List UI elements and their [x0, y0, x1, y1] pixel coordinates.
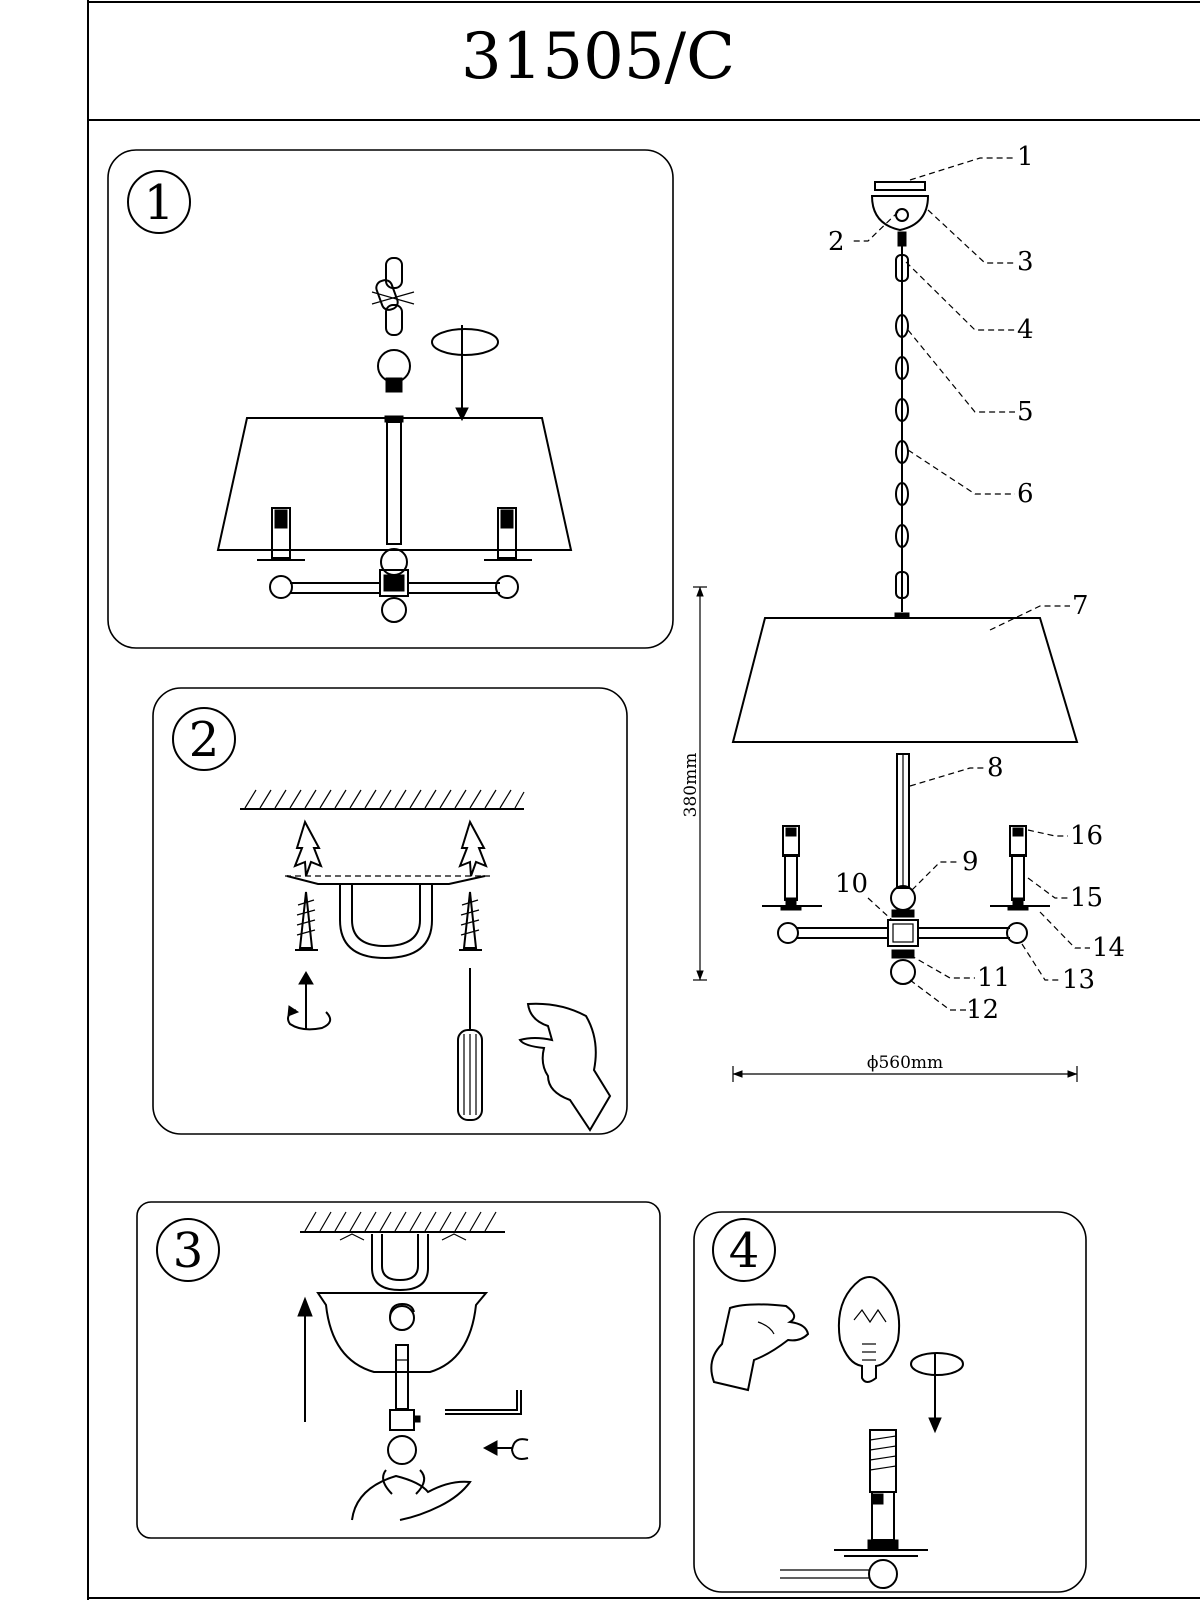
- step-3-badge: [156, 1218, 220, 1282]
- diameter-label: ϕ560mm: [867, 1053, 943, 1073]
- callout-5: 5: [1017, 397, 1034, 427]
- step-1-badge: [127, 170, 191, 234]
- candle-left: [762, 825, 822, 911]
- ceiling-hatch-3: [300, 1211, 505, 1233]
- fixture-exploded-diagram: 1 2 3 4 5 6 7 8 9 10 11 12 13 14 15 16 3…: [681, 142, 1125, 1082]
- step-2-number: 2: [189, 712, 220, 768]
- callout-11: 11: [977, 963, 1010, 993]
- rotate-screw-icon: [287, 971, 332, 1031]
- hex-key-icon: [445, 1390, 522, 1415]
- callout-7: 7: [1072, 591, 1089, 621]
- hand-icon: [518, 1002, 612, 1132]
- rotate-arrow-icon: [431, 325, 499, 422]
- tighten-arrow-icon: [482, 1438, 529, 1460]
- bracket-3: [339, 1233, 467, 1292]
- callout-leaders: [852, 157, 1090, 1011]
- candle-right: [990, 825, 1050, 911]
- chain-icon: [371, 257, 415, 393]
- callout-8: 8: [987, 753, 1004, 783]
- callout-9: 9: [962, 847, 979, 877]
- callout-4: 4: [1017, 315, 1034, 345]
- step-1-panel: 1: [107, 149, 674, 649]
- step-3-number: 3: [173, 1223, 204, 1279]
- mounting-bracket: [285, 875, 490, 960]
- step-1-number: 1: [144, 175, 175, 231]
- callout-14: 14: [1092, 933, 1125, 963]
- rotate-down-arrow-icon: [910, 1352, 964, 1434]
- height-dimension: 380mm: [681, 586, 707, 981]
- chain-links: [894, 240, 910, 619]
- hand-icon-3: [351, 1469, 472, 1521]
- screw-icon: [295, 891, 482, 951]
- callout-1: 1: [1017, 142, 1034, 172]
- step-4-number: 4: [729, 1223, 760, 1279]
- callout-12: 12: [966, 995, 999, 1025]
- step-4-panel: 4: [693, 1211, 1087, 1593]
- callout-16: 16: [1070, 821, 1103, 851]
- step-2-badge: [172, 707, 236, 771]
- light-bulb-icon: [837, 1276, 901, 1383]
- callout-15: 15: [1070, 883, 1103, 913]
- callout-6: 6: [1017, 479, 1034, 509]
- model-title: 31505/C: [461, 20, 735, 94]
- callout-10: 10: [835, 869, 868, 899]
- sheet-frame: [87, 0, 1200, 1600]
- socket-diagram: [780, 1429, 928, 1589]
- ceiling-hatch: [240, 789, 525, 810]
- callout-2: 2: [828, 227, 845, 257]
- step-3-panel: 3: [136, 1201, 661, 1539]
- callout-13: 13: [1062, 965, 1095, 995]
- screwdriver-icon: [457, 968, 483, 1121]
- lamp-shade-diagram: [216, 415, 573, 623]
- height-label: 380mm: [681, 753, 701, 818]
- callout-3: 3: [1017, 247, 1034, 277]
- up-arrow-icon: [297, 1296, 313, 1422]
- step-2-panel: 2: [152, 687, 628, 1135]
- hand-icon-4: [710, 1303, 810, 1392]
- step-4-badge: [712, 1218, 776, 1282]
- wall-anchor-icon: [293, 819, 488, 877]
- canopy-3: [316, 1292, 489, 1465]
- diameter-dimension: ϕ560mm: [732, 1053, 1078, 1082]
